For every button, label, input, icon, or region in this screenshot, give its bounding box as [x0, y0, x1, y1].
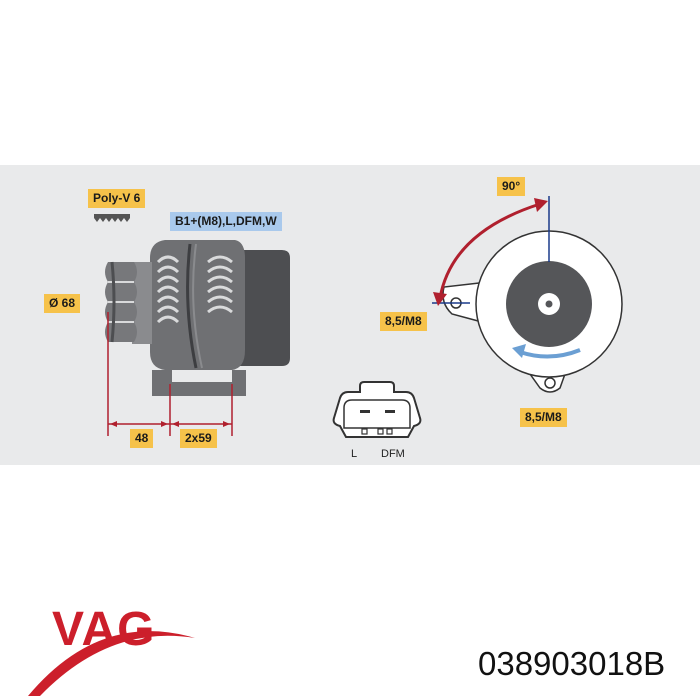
mount-bottom-label: 8,5/M8	[520, 408, 567, 427]
angle-label: 90°	[497, 177, 526, 196]
pin-dfm-label: DFM	[381, 448, 405, 460]
dimension-lines	[107, 312, 233, 436]
dimension-48-label: 48	[130, 429, 154, 448]
belt-type-label: Poly-V 6	[88, 189, 146, 208]
connector-plug	[332, 381, 422, 438]
pin-l-label: L	[351, 448, 358, 460]
brand-logo: VAG	[52, 603, 156, 656]
alternator-side-view	[105, 240, 290, 396]
alternator-front-view	[442, 230, 623, 393]
part-number: 038903018B	[478, 645, 666, 682]
terminals-label: B1+(M8),L,DFM,W	[170, 212, 282, 231]
pulley-diameter-label: Ø 68	[44, 294, 81, 313]
angle-indicator	[432, 196, 550, 306]
poly-v-symbol	[94, 214, 130, 222]
mount-top-label: 8,5/M8	[380, 312, 427, 331]
vag-logo-swoosh	[28, 631, 195, 696]
dimension-2x59-label: 2x59	[180, 429, 217, 448]
